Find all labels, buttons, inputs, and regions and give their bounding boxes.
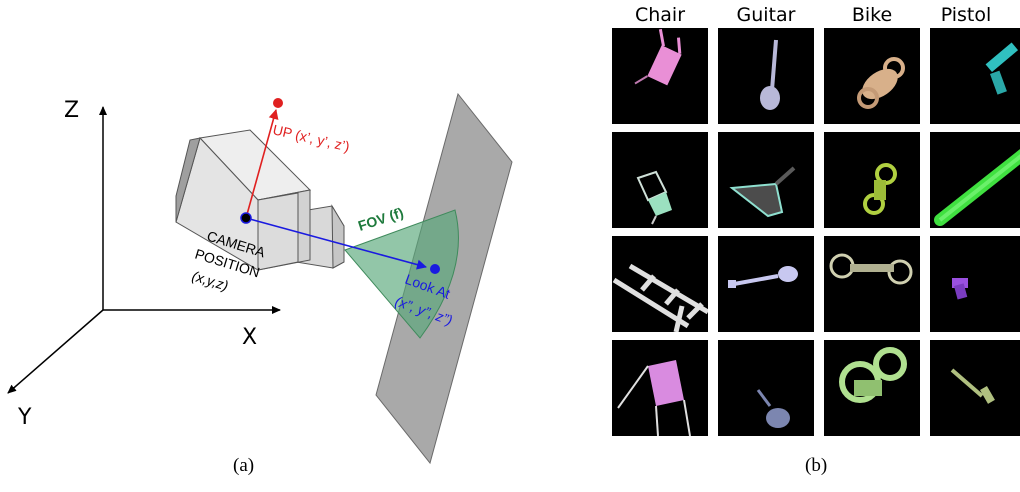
z-axis-label: Z: [64, 98, 79, 123]
column-header-chair: Chair: [634, 4, 686, 26]
render-pistol-4: [930, 340, 1020, 436]
render-guitar-4: [718, 340, 814, 436]
rendered-objects-grid: Chair Guitar Bike Pistol: [600, 0, 1020, 488]
lookat-point: [430, 264, 440, 274]
render-pistol-3: [930, 236, 1020, 332]
fov-cone: [344, 209, 459, 339]
column-header-guitar: Guitar: [736, 4, 796, 26]
up-point: [273, 98, 283, 108]
up-label: UP (x’, y’, z’): [271, 121, 351, 154]
camera-icon: [175, 129, 345, 271]
render-guitar-3: [718, 236, 814, 332]
x-axis-label: X: [242, 325, 257, 350]
camera-diagram-svg: Z X Y: [7, 92, 513, 465]
column-header-pistol: Pistol: [940, 4, 992, 26]
fov-label: FOV (f): [356, 204, 405, 234]
camera-position-point: [240, 212, 252, 224]
caption-a: (a): [233, 455, 255, 476]
column-header-bike: Bike: [851, 4, 893, 26]
camera-setup-diagram: Z X Y: [7, 92, 513, 476]
render-bike-4: [824, 340, 920, 436]
render-pistol-1: [930, 28, 1020, 124]
caption-b: (b): [805, 455, 828, 476]
camera-label-line3: (x,y,z): [190, 268, 230, 294]
render-bike-2: [824, 132, 920, 228]
render-bike-1: [824, 28, 920, 124]
render-pistol-2: [930, 132, 1020, 228]
y-axis: [7, 309, 104, 394]
lookat-vector: [245, 217, 427, 270]
render-guitar-1: [718, 28, 814, 124]
render-chair-4: [612, 340, 708, 436]
render-chair-3: [612, 236, 708, 332]
world-axes: Z X Y: [7, 98, 281, 430]
render-guitar-2: [718, 132, 814, 228]
render-chair-2: [612, 132, 708, 228]
up-vector: [245, 109, 279, 219]
render-bike-3: [824, 236, 920, 332]
y-axis-label: Y: [17, 405, 32, 430]
render-chair-1: [612, 28, 708, 124]
